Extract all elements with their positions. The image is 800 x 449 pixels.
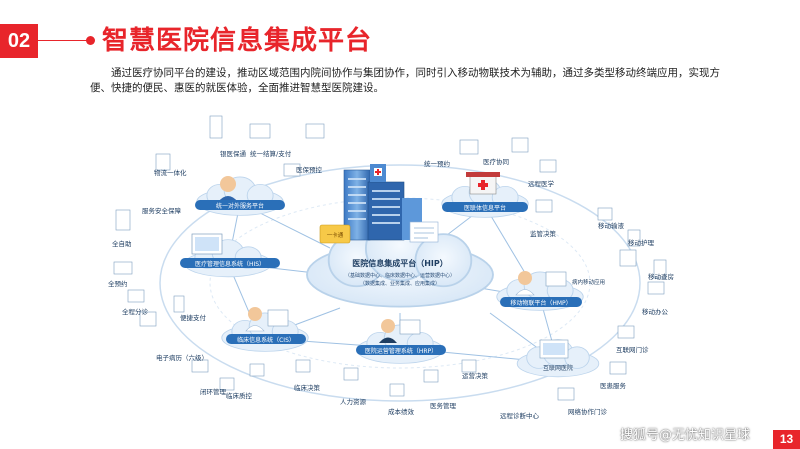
- label-jiesuan: 统一结算/支付: [250, 149, 292, 158]
- title-divider: [38, 40, 88, 41]
- hrp-cloud: 医院运营管理系统（HRP）: [356, 319, 446, 364]
- hmp-label: 移动物联平台（HMP）: [510, 299, 571, 307]
- hospital-alliance-label: 医联体信息平台: [464, 204, 506, 212]
- smart-card-icon: 一卡通: [319, 224, 351, 244]
- central-platform-sub-2: （数据集成、业务集成、应用集成）: [360, 280, 440, 287]
- internet-hospital-label: 互联网医院: [543, 364, 573, 372]
- label-yihuan: 医患服务: [600, 381, 627, 390]
- label-hulianwang-menzhen: 互联网门诊: [616, 345, 649, 354]
- title-bullet: [86, 36, 95, 45]
- smart-card-label: 一卡通: [327, 231, 344, 239]
- label-yinyi: 银医保通: [220, 149, 247, 158]
- label-yidong-chafang: 移动查房: [648, 272, 674, 281]
- label-jianguan: 监管决策: [530, 229, 557, 238]
- hospital-building-icon: [343, 164, 422, 241]
- central-platform-title: 医院信息集成平台（HIP）: [352, 258, 448, 268]
- label-quan-yuyue: 全预约: [108, 279, 128, 288]
- label-yiliao-xietong: 医疗协同: [483, 157, 509, 166]
- label-yidong-bangong: 移动办公: [642, 307, 669, 316]
- watermark: 搜狐号@无忧知识星球: [620, 428, 751, 443]
- label-yidong-huli: 移动护理: [628, 238, 655, 247]
- label-wuliu: 物流一体化: [154, 168, 187, 177]
- page-title: 智慧医院信息集成平台: [102, 26, 373, 56]
- service-platform-label: 统一对外服务平台: [216, 202, 264, 210]
- intro-paragraph: 通过医疗协同平台的建设，推动区域范围内院间协作与集团协作，同时引入移动物联技术为…: [90, 67, 720, 94]
- label-tongyi-yuyue: 统一预约: [424, 159, 450, 168]
- label-bihuan: 闭环管理: [200, 387, 227, 396]
- inner-orbit-ring: [209, 197, 591, 369]
- page-number: 13: [773, 430, 800, 449]
- document-icon: [409, 221, 439, 243]
- cis-label: 临床信息系统（CIS）: [237, 336, 295, 344]
- section-number: 02: [0, 24, 38, 58]
- label-fuwu: 服务安全保障: [142, 206, 182, 215]
- his-cloud: 医疗管理信息系统（HIS）: [180, 233, 280, 278]
- label-chengben: 成本绩效: [388, 407, 415, 416]
- label-linchuang-juece: 临床决策: [294, 383, 321, 392]
- label-zhifu: 便捷支付: [180, 313, 207, 322]
- his-label: 医疗管理信息系统（HIS）: [195, 260, 265, 268]
- label-yunying: 运营决策: [462, 371, 489, 380]
- central-platform-sub-1: （基础数据中心、临床数据中心、运营数据中心）: [345, 272, 455, 279]
- label-yibao: 医保预控: [296, 165, 323, 174]
- label-linchuang-zhikong: 临床质控: [226, 391, 253, 400]
- label-yuancheng-yixue: 远程医学: [528, 179, 555, 188]
- service-platform-cloud: 统一对外服务平台: [195, 176, 285, 216]
- label-yidong-shuye: 移动输液: [598, 221, 625, 230]
- label-bingnei: 病内移动应用: [572, 278, 605, 286]
- label-yuancheng-zhongxin: 远程诊断中心: [500, 411, 540, 420]
- label-renli: 人力资源: [340, 397, 367, 406]
- hospital-alliance-cloud: 医联体信息平台: [441, 172, 529, 218]
- label-zizhu: 全自助: [112, 239, 132, 248]
- hrp-label: 医院运营管理系统（HRP）: [365, 347, 437, 355]
- label-xiezuo-menzhen: 网络协作门诊: [568, 407, 608, 416]
- label-dianzi-bingli: 电子病历（六级）: [156, 353, 208, 362]
- architecture-diagram: 一卡通 医院信息集成平台（HIP） （基础数据中心、临床数据中心、运营数据中心）…: [108, 115, 674, 420]
- internet-hospital-cloud: 互联网医院: [516, 339, 600, 378]
- label-fenzhen: 全程分诊: [122, 307, 149, 316]
- label-yiwu: 医务管理: [430, 401, 457, 410]
- orbit-ring: [159, 164, 641, 402]
- device-icons: [113, 115, 667, 401]
- hmp-cloud: 移动物联平台（HMP）: [496, 271, 584, 311]
- cis-cloud: 临床信息系统（CIS）: [221, 307, 309, 352]
